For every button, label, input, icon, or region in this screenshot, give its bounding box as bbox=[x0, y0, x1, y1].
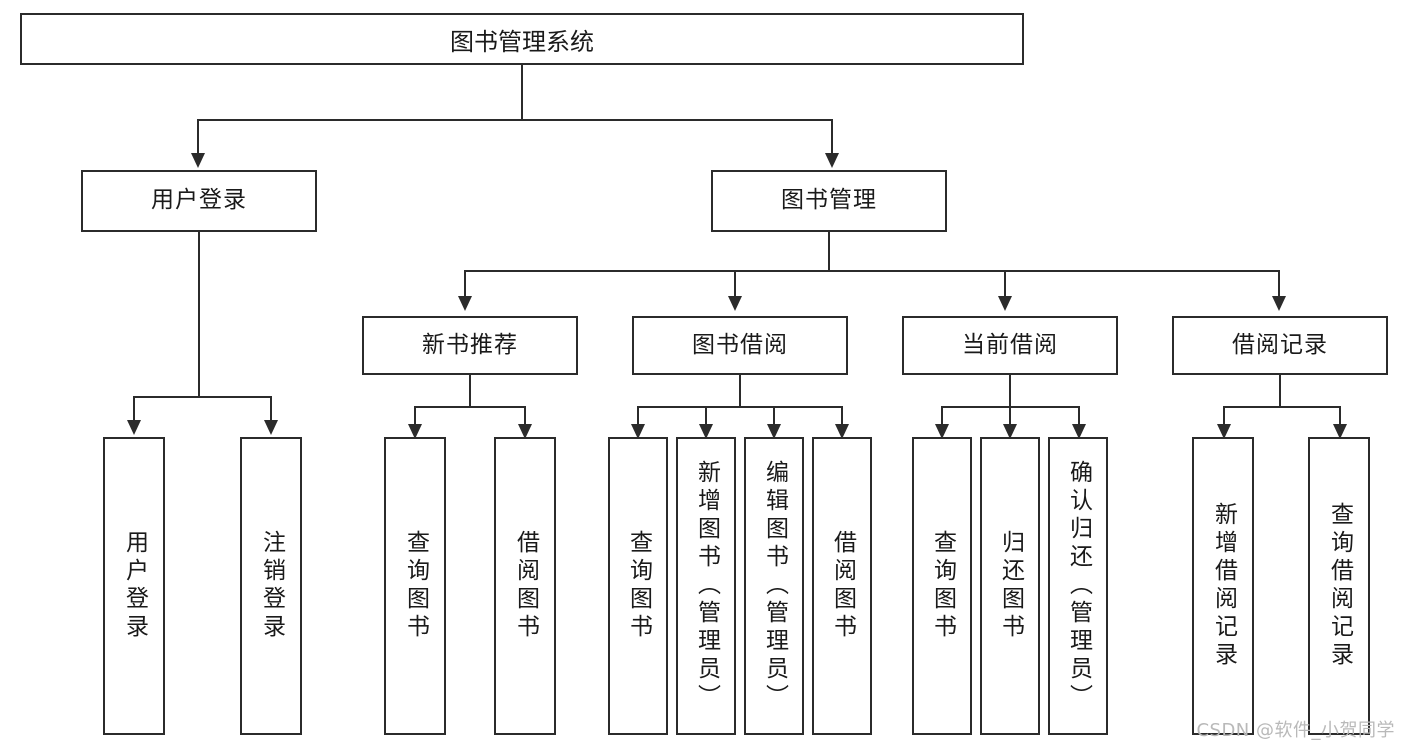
arrowhead-br-to-leaf-2 bbox=[1333, 424, 1347, 439]
arrowhead-cb-to-leaf-1 bbox=[935, 424, 949, 439]
connector-cb-to-leaf-3 bbox=[1078, 406, 1080, 427]
arrowhead-bb-to-leaf-4 bbox=[835, 424, 849, 439]
arrowhead-br-to-leaf-1 bbox=[1217, 424, 1231, 439]
leaf-bb-borrow-books[interactable]: 借阅图书 bbox=[812, 437, 872, 735]
node-label: 用户登录 bbox=[151, 187, 247, 214]
connector-user-login-stem bbox=[198, 232, 200, 398]
node-label: 图书管理 bbox=[781, 187, 877, 214]
arrowhead-to-borrow-record bbox=[1272, 296, 1286, 311]
arrowhead-root-to-book-management bbox=[825, 153, 839, 168]
arrowhead-user-login-to-leaf-2 bbox=[264, 420, 278, 435]
leaf-nbr-borrow-books[interactable]: 借阅图书 bbox=[494, 437, 556, 735]
leaf-label: 确认归还（管理员） bbox=[1065, 460, 1092, 712]
connector-to-book-borrow bbox=[734, 270, 736, 298]
connector-borrow-record-bus bbox=[1223, 406, 1339, 408]
connector-book-borrow-stem bbox=[739, 375, 741, 408]
arrowhead-cb-to-leaf-2 bbox=[1003, 424, 1017, 439]
connector-borrow-record-stem bbox=[1279, 375, 1281, 408]
leaf-br-query-record[interactable]: 查询借阅记录 bbox=[1308, 437, 1370, 735]
leaf-cb-return-books[interactable]: 归还图书 bbox=[980, 437, 1040, 735]
leaf-logout[interactable]: 注销登录 bbox=[240, 437, 302, 735]
connector-bb-to-leaf-3 bbox=[773, 406, 775, 427]
leaf-label: 归还图书 bbox=[997, 530, 1024, 642]
arrowhead-to-book-borrow bbox=[728, 296, 742, 311]
leaf-label: 新增借阅记录 bbox=[1210, 502, 1237, 670]
connector-nbr-to-leaf-2 bbox=[524, 406, 526, 427]
leaf-br-add-record[interactable]: 新增借阅记录 bbox=[1192, 437, 1254, 735]
connector-to-new-book-recommend bbox=[464, 270, 466, 298]
node-label: 新书推荐 bbox=[422, 331, 518, 358]
connector-user-login-bus bbox=[133, 396, 270, 398]
connector-user-login-to-leaf-1 bbox=[133, 396, 135, 422]
connector-new-book-recommend-stem bbox=[469, 375, 471, 408]
watermark: CSDN @软件_小贺同学 bbox=[1196, 720, 1395, 741]
leaf-bb-query-books[interactable]: 查询图书 bbox=[608, 437, 668, 735]
leaf-label: 查询借阅记录 bbox=[1326, 502, 1353, 670]
arrowhead-bb-to-leaf-3 bbox=[767, 424, 781, 439]
leaf-label: 查询图书 bbox=[625, 530, 652, 642]
leaf-nbr-query-books[interactable]: 查询图书 bbox=[384, 437, 446, 735]
leaf-bb-edit-book-admin[interactable]: 编辑图书（管理员） bbox=[744, 437, 804, 735]
node-label: 借阅记录 bbox=[1232, 331, 1328, 358]
connector-book-management-stem bbox=[828, 232, 830, 272]
leaf-label: 用户登录 bbox=[121, 530, 148, 642]
arrowhead-to-current-borrow bbox=[998, 296, 1012, 311]
arrowhead-nbr-to-leaf-2 bbox=[518, 424, 532, 439]
node-label: 当前借阅 bbox=[962, 331, 1058, 358]
node-user-login[interactable]: 用户登录 bbox=[81, 170, 317, 232]
connector-bb-to-leaf-2 bbox=[705, 406, 707, 427]
arrowhead-user-login-to-leaf-1 bbox=[127, 420, 141, 435]
leaf-label: 查询图书 bbox=[929, 530, 956, 642]
connector-level3-bus bbox=[464, 270, 1280, 272]
connector-to-borrow-record bbox=[1278, 270, 1280, 298]
leaf-label: 编辑图书（管理员） bbox=[761, 460, 788, 712]
connector-new-book-recommend-bus bbox=[414, 406, 524, 408]
node-current-borrow[interactable]: 当前借阅 bbox=[902, 316, 1118, 375]
arrowhead-root-to-user-login bbox=[191, 153, 205, 168]
node-new-book-recommend[interactable]: 新书推荐 bbox=[362, 316, 578, 375]
leaf-label: 注销登录 bbox=[258, 530, 285, 642]
leaf-user-login[interactable]: 用户登录 bbox=[103, 437, 165, 735]
connector-current-borrow-stem bbox=[1009, 375, 1011, 408]
connector-nbr-to-leaf-1 bbox=[414, 406, 416, 427]
arrowhead-nbr-to-leaf-1 bbox=[408, 424, 422, 439]
leaf-label: 借阅图书 bbox=[512, 530, 539, 642]
node-label: 图书借阅 bbox=[692, 331, 788, 358]
leaf-cb-query-books[interactable]: 查询图书 bbox=[912, 437, 972, 735]
connector-bb-to-leaf-4 bbox=[841, 406, 843, 427]
connector-br-to-leaf-1 bbox=[1223, 406, 1225, 427]
connector-cb-to-leaf-1 bbox=[941, 406, 943, 427]
connector-book-borrow-bus bbox=[637, 406, 842, 408]
node-root-book-management-system[interactable]: 图书管理系统 bbox=[20, 13, 1024, 65]
connector-root-stem bbox=[521, 65, 523, 119]
node-borrow-record[interactable]: 借阅记录 bbox=[1172, 316, 1388, 375]
leaf-cb-confirm-return-admin[interactable]: 确认归还（管理员） bbox=[1048, 437, 1108, 735]
node-book-management[interactable]: 图书管理 bbox=[711, 170, 947, 232]
arrowhead-cb-to-leaf-3 bbox=[1072, 424, 1086, 439]
connector-cb-to-leaf-2 bbox=[1009, 406, 1011, 427]
leaf-label: 新增图书（管理员） bbox=[693, 460, 720, 712]
arrowhead-bb-to-leaf-2 bbox=[699, 424, 713, 439]
connector-root-to-book-management bbox=[831, 119, 833, 155]
connector-to-current-borrow bbox=[1004, 270, 1006, 298]
connector-user-login-to-leaf-2 bbox=[270, 396, 272, 422]
connector-br-to-leaf-2 bbox=[1339, 406, 1341, 427]
node-book-borrow[interactable]: 图书借阅 bbox=[632, 316, 848, 375]
arrowhead-bb-to-leaf-1 bbox=[631, 424, 645, 439]
connector-root-bus bbox=[197, 119, 833, 121]
node-label: 图书管理系统 bbox=[450, 27, 594, 56]
connector-bb-to-leaf-1 bbox=[637, 406, 639, 427]
connector-root-to-user-login bbox=[197, 119, 199, 155]
leaf-bb-add-book-admin[interactable]: 新增图书（管理员） bbox=[676, 437, 736, 735]
leaf-label: 借阅图书 bbox=[829, 530, 856, 642]
arrowhead-to-new-book-recommend bbox=[458, 296, 472, 311]
leaf-label: 查询图书 bbox=[402, 530, 429, 642]
